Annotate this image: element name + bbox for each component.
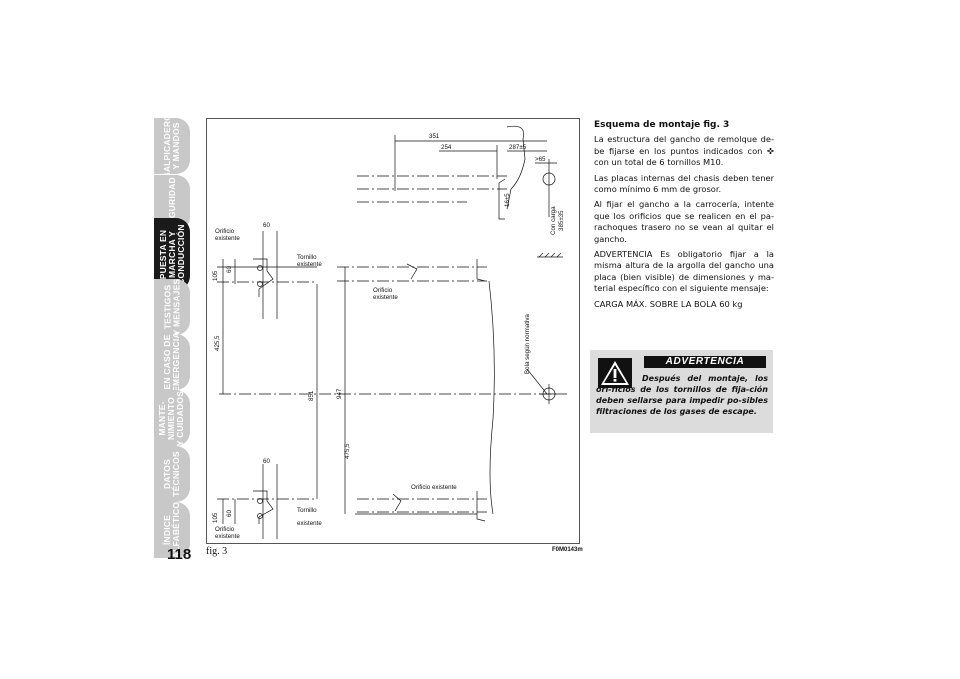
- dim-16: 16±5: [504, 193, 511, 207]
- mount-point-icon: ✜: [767, 145, 774, 156]
- dim-65: >65: [535, 156, 546, 163]
- dim-851: 851: [308, 390, 315, 401]
- paragraph-2: Las placas internas del chasis deben ten…: [594, 172, 774, 195]
- orificio-top-2: existente: [215, 235, 240, 242]
- tab-testigos[interactable]: TESTIGOS Y MENSAJES: [154, 279, 190, 335]
- dim-105-top: 105: [212, 270, 219, 281]
- con-carga-2: 385±35: [558, 210, 565, 231]
- dim-4255: 425,5: [214, 335, 221, 351]
- paragraph-4: ADVERTENCIA Es obligatorio fijar a la mi…: [594, 249, 774, 294]
- section-heading: Esquema de montaje fig. 3: [594, 120, 730, 130]
- dim-60-top: 60: [263, 222, 270, 229]
- dim-4755: 475,5: [344, 443, 351, 459]
- dim-105-bot: 105: [212, 512, 219, 523]
- paragraph-1: La estructura del gancho de remolque de-…: [594, 134, 774, 168]
- tab-emergencia[interactable]: EN CASO DE EMERGENCIA: [154, 332, 190, 392]
- tab-indice[interactable]: ÍNDICE ALFABÉTICO: [154, 502, 190, 558]
- tornillo-bot-2: existente: [297, 520, 322, 527]
- warning-title: ADVERTENCIA: [644, 356, 766, 368]
- tab-salpicadero[interactable]: SALPICADERO Y MANDOS: [154, 114, 190, 178]
- dim-947: 947: [336, 388, 343, 399]
- figure-code: F0M0143m: [552, 547, 583, 553]
- orificio-mid-1: Orificio: [373, 287, 393, 294]
- dim-60-bot: 60: [263, 458, 270, 465]
- orificio-top-1: Orificio: [215, 228, 235, 235]
- dim-287: 287±5: [509, 144, 527, 151]
- dim-60v-bot: 60: [226, 510, 233, 517]
- paragraph-5: CARGA MÁX. SOBRE LA BOLA 60 kg: [594, 298, 743, 309]
- body-text: Esquema de montaje fig. 3 La estructura …: [594, 120, 774, 314]
- warning-text: Después del montaje, los ori-ficios de l…: [596, 374, 768, 416]
- dim-254: 254: [441, 144, 452, 151]
- dim-351: 351: [429, 133, 440, 140]
- tab-puesta-en-marcha[interactable]: PUESTA EN MARCHA Y CONDUCCIÓN: [154, 218, 190, 290]
- con-carga-1: Con carga: [550, 206, 557, 235]
- page-number: 118: [167, 546, 192, 563]
- warning-triangle-icon: [598, 358, 632, 388]
- tab-datos-tecnicos[interactable]: DATOS TÉCNICOS: [154, 446, 190, 502]
- orificio-mid-2: existente: [373, 294, 398, 301]
- tornillo-bot-1: Tornillo: [297, 507, 317, 514]
- tornillo-top-2: existente: [297, 261, 322, 268]
- orificio-bot-2: existente: [215, 533, 240, 540]
- paragraph-3: Al fijar el gancho a la carrocería, inte…: [594, 199, 774, 244]
- tab-mantenimiento[interactable]: MANTE- NIMIENTO Y CUIDADOS: [154, 390, 190, 446]
- warning-box: ADVERTENCIA Después del montaje, los ori…: [590, 350, 773, 433]
- dim-60v-top: 60: [226, 266, 233, 273]
- bola-label: Bola según normativa: [524, 314, 531, 374]
- figure-caption: fig. 3: [206, 546, 228, 557]
- mounting-diagram: 351 254 287±5 >65 16±5 Con carga 385±35 …: [206, 118, 580, 544]
- orificio-bot-1: Orificio: [215, 526, 235, 533]
- orificio-existente-bot: Orificio existente: [411, 484, 457, 491]
- tornillo-top-1: Tornillo: [297, 254, 317, 261]
